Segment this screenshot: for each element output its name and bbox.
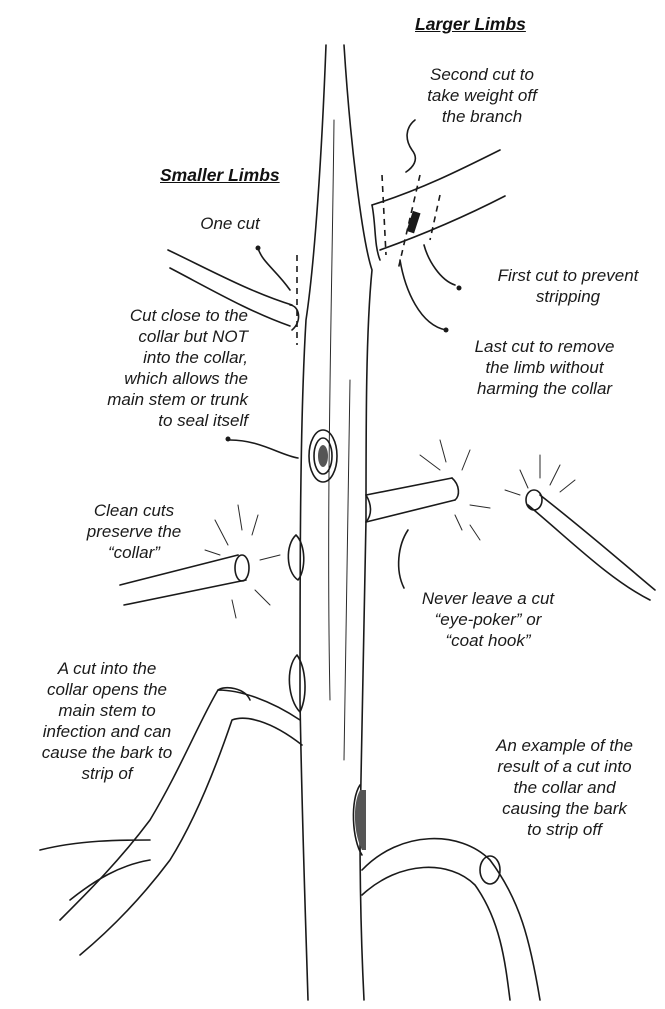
last-cut-label: Last cut to remove the limb without harm… bbox=[452, 336, 637, 399]
cut-into-collar-label: A cut into the collar opens the main ste… bbox=[22, 658, 192, 784]
smaller-limbs-heading: Smaller Limbs bbox=[160, 165, 280, 186]
cut-close-label: Cut close to the collar but NOT into the… bbox=[58, 305, 248, 431]
trunk bbox=[300, 45, 372, 1000]
cut-stick-right bbox=[505, 455, 655, 600]
clean-cuts-label: Clean cuts preserve the “collar” bbox=[64, 500, 204, 563]
never-leave-label: Never leave a cut “eye-poker” or “coat h… bbox=[408, 588, 568, 651]
first-cut-label: First cut to prevent stripping bbox=[476, 265, 660, 307]
stub-marks bbox=[420, 440, 490, 540]
example-label: An example of the result of a cut into t… bbox=[472, 735, 657, 840]
second-cut-label: Second cut to take weight off the branch bbox=[412, 64, 552, 127]
larger-limbs-heading: Larger Limbs bbox=[415, 14, 526, 35]
leader-arrows bbox=[226, 120, 462, 588]
sealed-wound bbox=[309, 430, 337, 482]
lower-right-branch bbox=[362, 839, 540, 1000]
one-cut-label: One cut bbox=[190, 213, 270, 234]
stub-right bbox=[366, 478, 458, 522]
large-limb-three-cuts bbox=[372, 150, 505, 270]
